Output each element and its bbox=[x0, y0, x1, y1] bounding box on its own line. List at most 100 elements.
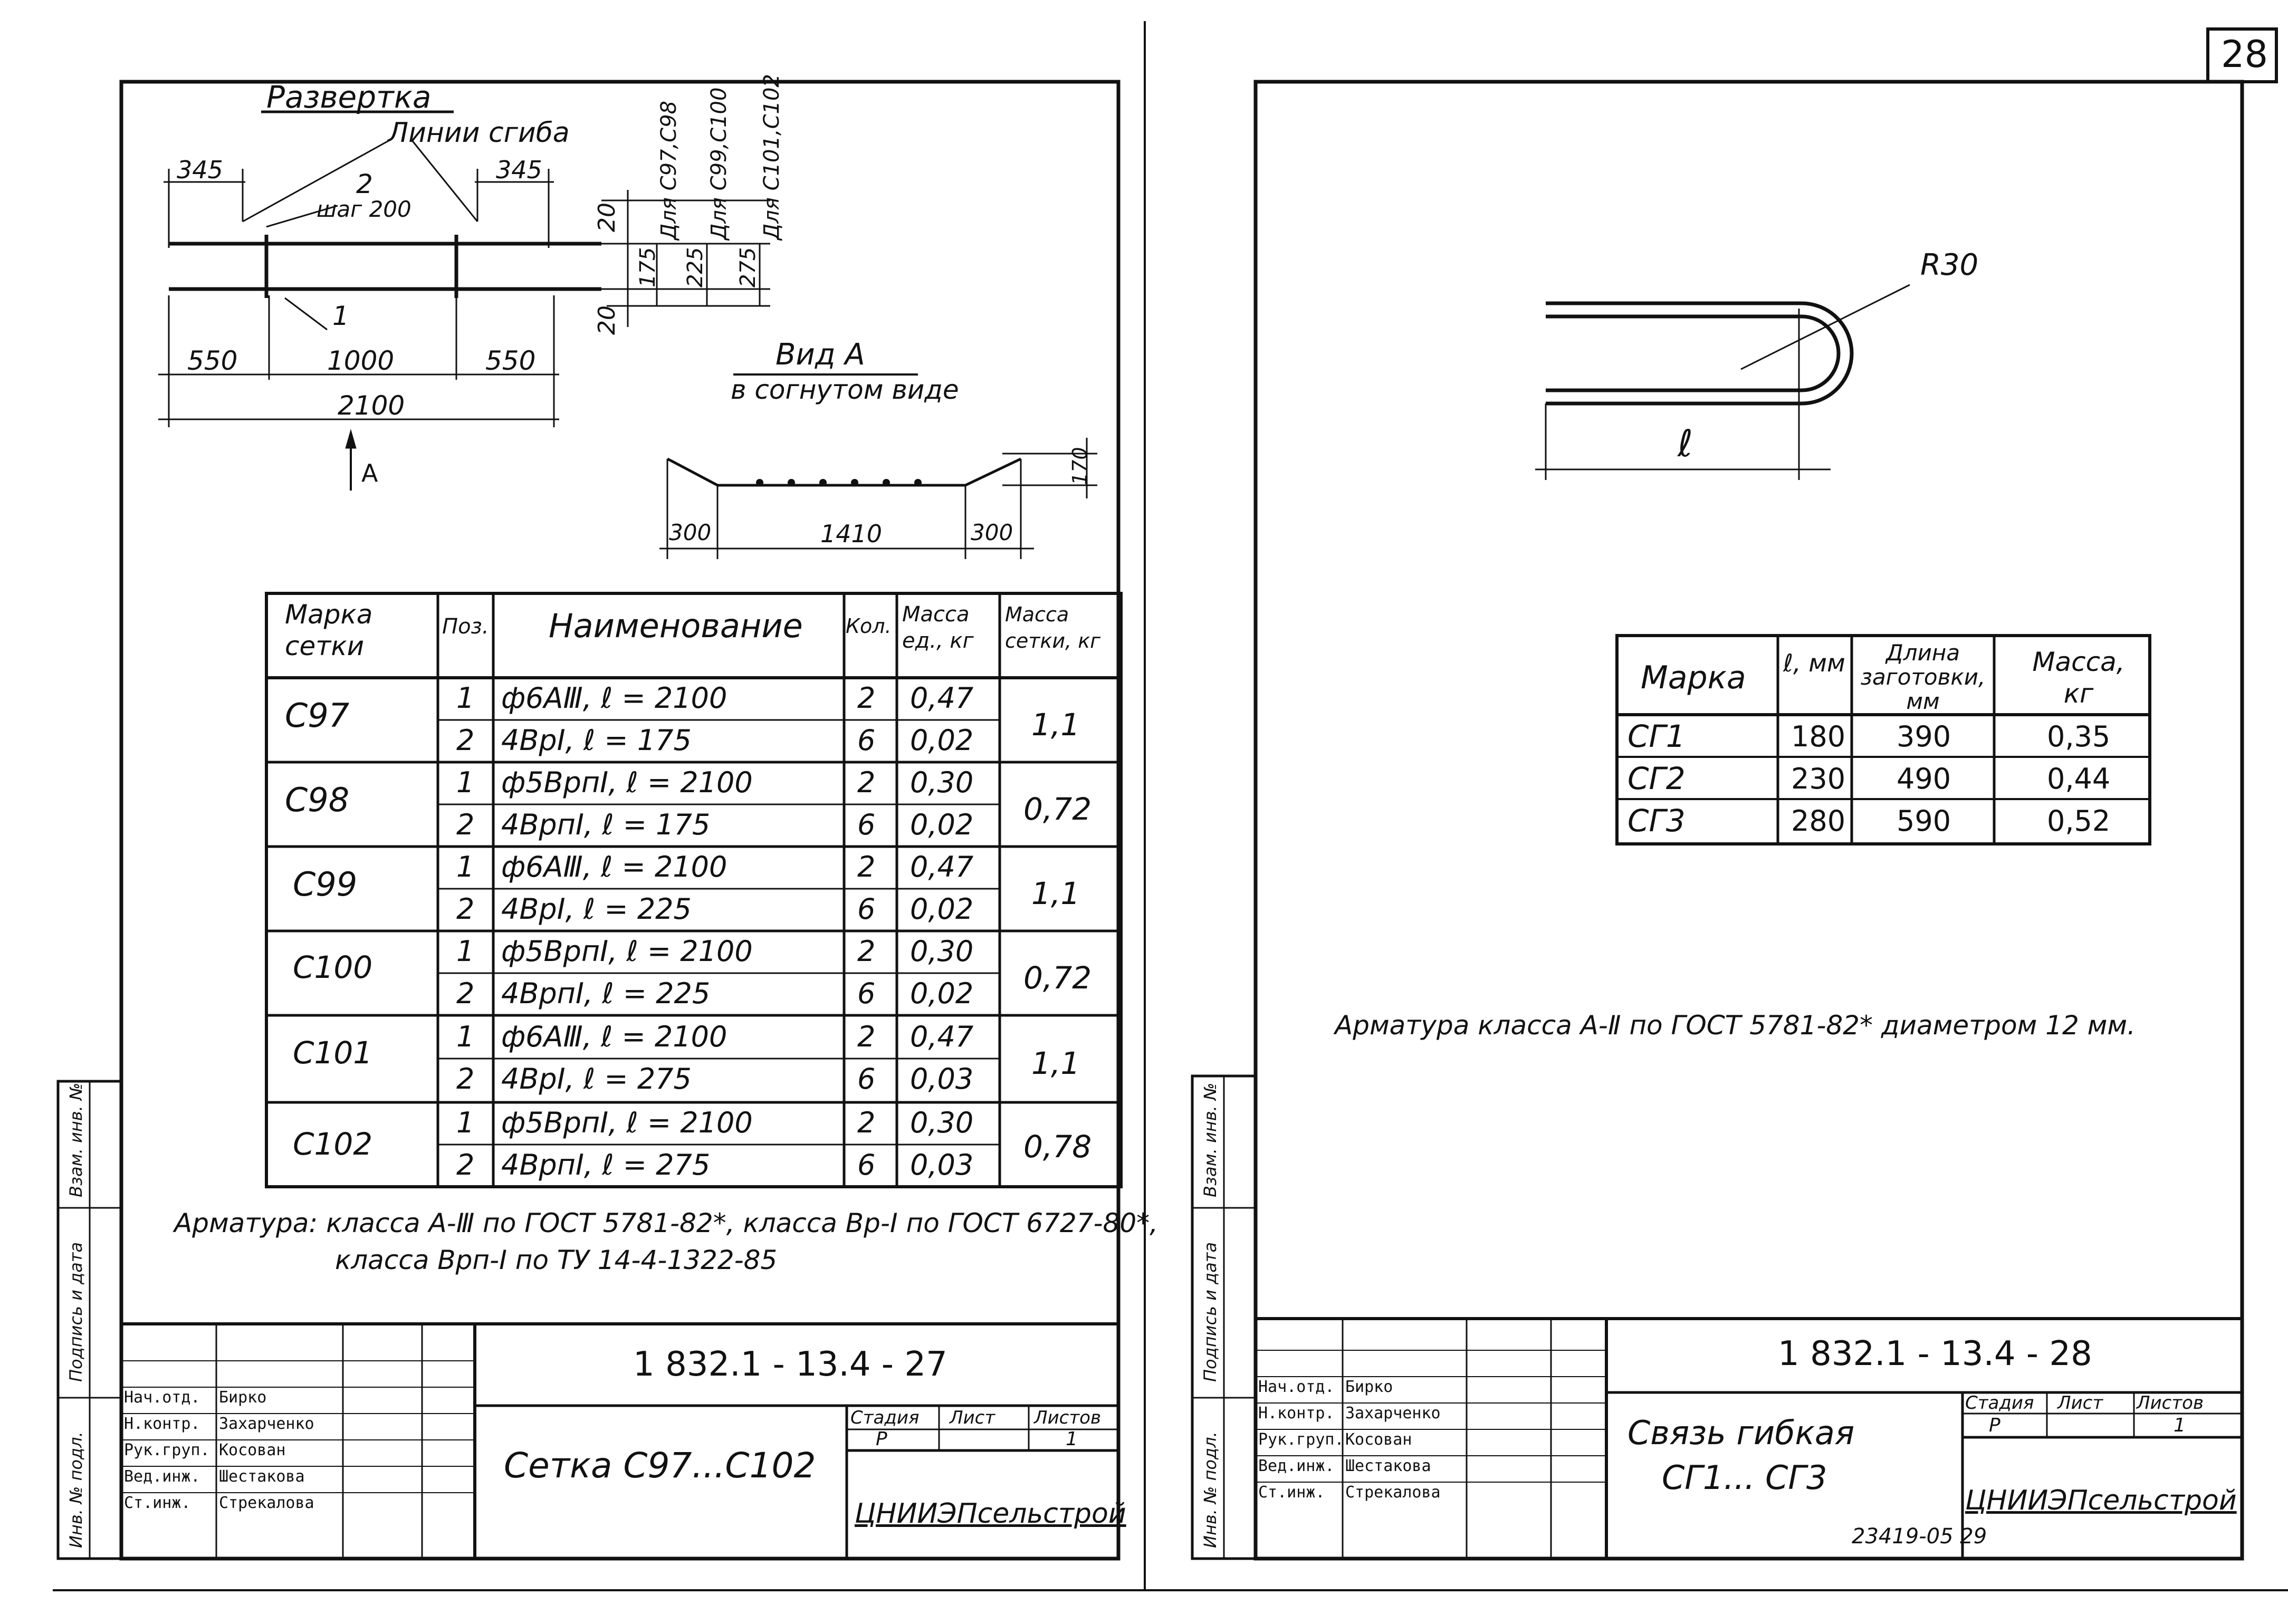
spec-mark: С97 bbox=[285, 696, 350, 735]
spec-name: ф6АⅢ, ℓ = 2100 bbox=[501, 850, 727, 883]
left-person: Стрекалова bbox=[219, 1494, 314, 1512]
right-role: Нач.отд. bbox=[1258, 1378, 1335, 1396]
right-stage-header: Стадия bbox=[1965, 1392, 2034, 1414]
right-person: Шестакова bbox=[1345, 1457, 1431, 1475]
dim-345-right: 345 bbox=[496, 156, 542, 184]
spec-mass: 0,30 bbox=[910, 935, 974, 968]
right-doc-name-line2: СГ1... СГ3 bbox=[1662, 1458, 1827, 1497]
radius-label: R30 bbox=[1920, 248, 1979, 282]
right-sheets-header: Листов bbox=[2137, 1392, 2204, 1414]
reinforcement-note-line1: Арматура: класса А-Ⅲ по ГОСТ 5781-82*, к… bbox=[174, 1208, 1159, 1238]
side-label-inv-no: Инв. № подл. bbox=[1200, 1431, 1220, 1548]
right-role: Вед.инж. bbox=[1258, 1457, 1335, 1475]
spec-total: 1,1 bbox=[1031, 1045, 1080, 1081]
bend-lines-label: Линии сгиба bbox=[388, 117, 570, 149]
right-person: Косован bbox=[1345, 1430, 1412, 1449]
spec-qty: 2 bbox=[857, 1020, 876, 1053]
spec-pos: 2 bbox=[456, 1148, 475, 1181]
view-dim-1410: 1410 bbox=[820, 520, 883, 548]
spec-mass: 0,47 bbox=[910, 1020, 974, 1053]
spec-header-unit-mass: Масса ед., кг bbox=[902, 602, 974, 653]
archive-number: 23419-05 29 bbox=[1852, 1524, 1987, 1549]
spec-qty: 6 bbox=[857, 892, 876, 926]
spec-qty: 2 bbox=[857, 1106, 876, 1139]
left-role: Н.контр. bbox=[124, 1415, 200, 1433]
bond-header-length: ℓ, мм bbox=[1783, 649, 1845, 677]
bond-blank-length: 390 bbox=[1897, 720, 1951, 753]
spec-mass: 0,30 bbox=[910, 766, 974, 799]
dim-225: 225 bbox=[683, 247, 707, 287]
unfold-title: Развертка bbox=[266, 79, 432, 115]
spec-qty: 6 bbox=[857, 1062, 876, 1096]
spec-pos: 1 bbox=[456, 935, 475, 968]
view-dim-300-left: 300 bbox=[669, 520, 712, 545]
spec-total: 0,72 bbox=[1023, 791, 1092, 827]
spec-name: 4ВрI, ℓ = 175 bbox=[501, 724, 692, 757]
spec-qty: 6 bbox=[857, 724, 876, 757]
spec-name: ф6АⅢ, ℓ = 2100 bbox=[501, 1020, 727, 1053]
spec-mass: 0,03 bbox=[910, 1062, 974, 1096]
bond-mark: СГ3 bbox=[1628, 803, 1686, 839]
spec-pos: 1 bbox=[456, 1106, 475, 1139]
right-person: Стрекалова bbox=[1345, 1483, 1441, 1502]
left-person: Косован bbox=[219, 1441, 286, 1459]
right-person: Захарченко bbox=[1345, 1404, 1441, 1423]
spec-mark: С102 bbox=[293, 1126, 373, 1162]
spec-qty: 6 bbox=[857, 808, 876, 841]
spec-mass: 0,02 bbox=[910, 892, 974, 926]
side-label-replace-inv: Взам. инв. № bbox=[1200, 1082, 1220, 1197]
left-doc-code: 1 832.1 - 13.4 - 27 bbox=[633, 1345, 947, 1384]
view-title: Вид А bbox=[776, 338, 865, 372]
bond-header-mass: Масса, кг bbox=[2032, 647, 2125, 709]
spec-name: 4ВрI, ℓ = 275 bbox=[501, 1062, 692, 1096]
left-role: Рук.груп. bbox=[124, 1441, 210, 1459]
right-stage-value: Р bbox=[1989, 1415, 2000, 1436]
spec-total: 1,1 bbox=[1031, 707, 1080, 743]
pos1-label: 1 bbox=[332, 301, 349, 331]
spec-pos: 2 bbox=[456, 892, 475, 926]
side-label-replace-inv: Взам. инв. № bbox=[66, 1082, 86, 1197]
bond-blank-length: 590 bbox=[1897, 804, 1951, 838]
right-role: Н.контр. bbox=[1258, 1404, 1335, 1423]
right-role: Рук.груп. bbox=[1258, 1430, 1344, 1449]
left-sheet-header: Лист bbox=[950, 1407, 995, 1428]
dim-20-top: 20 bbox=[593, 203, 620, 232]
label-c101-c102: Для С101,С102 bbox=[760, 74, 784, 240]
spec-name: ф5ВрпI, ℓ = 2100 bbox=[501, 1106, 753, 1139]
dim-20-bottom: 20 bbox=[593, 305, 620, 335]
spec-mass: 0,30 bbox=[910, 1106, 974, 1139]
spec-name: 4ВрпI, ℓ = 175 bbox=[501, 808, 711, 841]
spec-mark: С99 bbox=[293, 865, 358, 904]
spec-mark: С100 bbox=[293, 949, 373, 985]
bond-length: 230 bbox=[1791, 762, 1846, 795]
spec-pos: 1 bbox=[456, 766, 475, 799]
spec-header-pos: Поз. bbox=[442, 614, 489, 639]
bond-reinforcement-note: Арматура класса А-Ⅱ по ГОСТ 5781-82* диа… bbox=[1335, 1010, 2136, 1041]
label-c99-c100: Для С99,С100 bbox=[707, 87, 731, 240]
spec-name: 4ВрI, ℓ = 225 bbox=[501, 892, 692, 926]
side-label-sign-date: Подпись и дата bbox=[66, 1242, 86, 1382]
spec-total: 0,72 bbox=[1023, 960, 1092, 996]
bond-mass: 0,52 bbox=[2047, 804, 2111, 838]
bond-mark: СГ1 bbox=[1628, 718, 1686, 754]
view-marker: А bbox=[361, 459, 378, 487]
dim-550-right: 550 bbox=[485, 345, 536, 376]
dim-275: 275 bbox=[736, 247, 760, 287]
left-person: Шестакова bbox=[219, 1467, 305, 1486]
spec-header-total-mass: Масса сетки, кг bbox=[1005, 603, 1101, 652]
left-stage-header: Стадия bbox=[850, 1407, 920, 1428]
page-number: 28 bbox=[2221, 33, 2268, 76]
dim-550-left: 550 bbox=[187, 345, 238, 376]
spec-qty: 2 bbox=[857, 935, 876, 968]
right-sheet-header: Лист bbox=[2057, 1392, 2103, 1414]
side-label-inv-no: Инв. № подл. bbox=[66, 1431, 86, 1548]
pos2-label: 2 bbox=[356, 169, 373, 199]
right-org-name: ЦНИИЭПсельстрой bbox=[1965, 1485, 2237, 1516]
spec-header-name: Наименование bbox=[549, 607, 803, 645]
step-label: шаг 200 bbox=[317, 196, 411, 222]
left-stage-value: Р bbox=[876, 1428, 887, 1450]
spec-name: 4ВрпI, ℓ = 275 bbox=[501, 1148, 711, 1181]
right-sheets-value: 1 bbox=[2174, 1415, 2186, 1436]
spec-pos: 1 bbox=[456, 1020, 475, 1053]
dim-345-left: 345 bbox=[177, 156, 223, 184]
